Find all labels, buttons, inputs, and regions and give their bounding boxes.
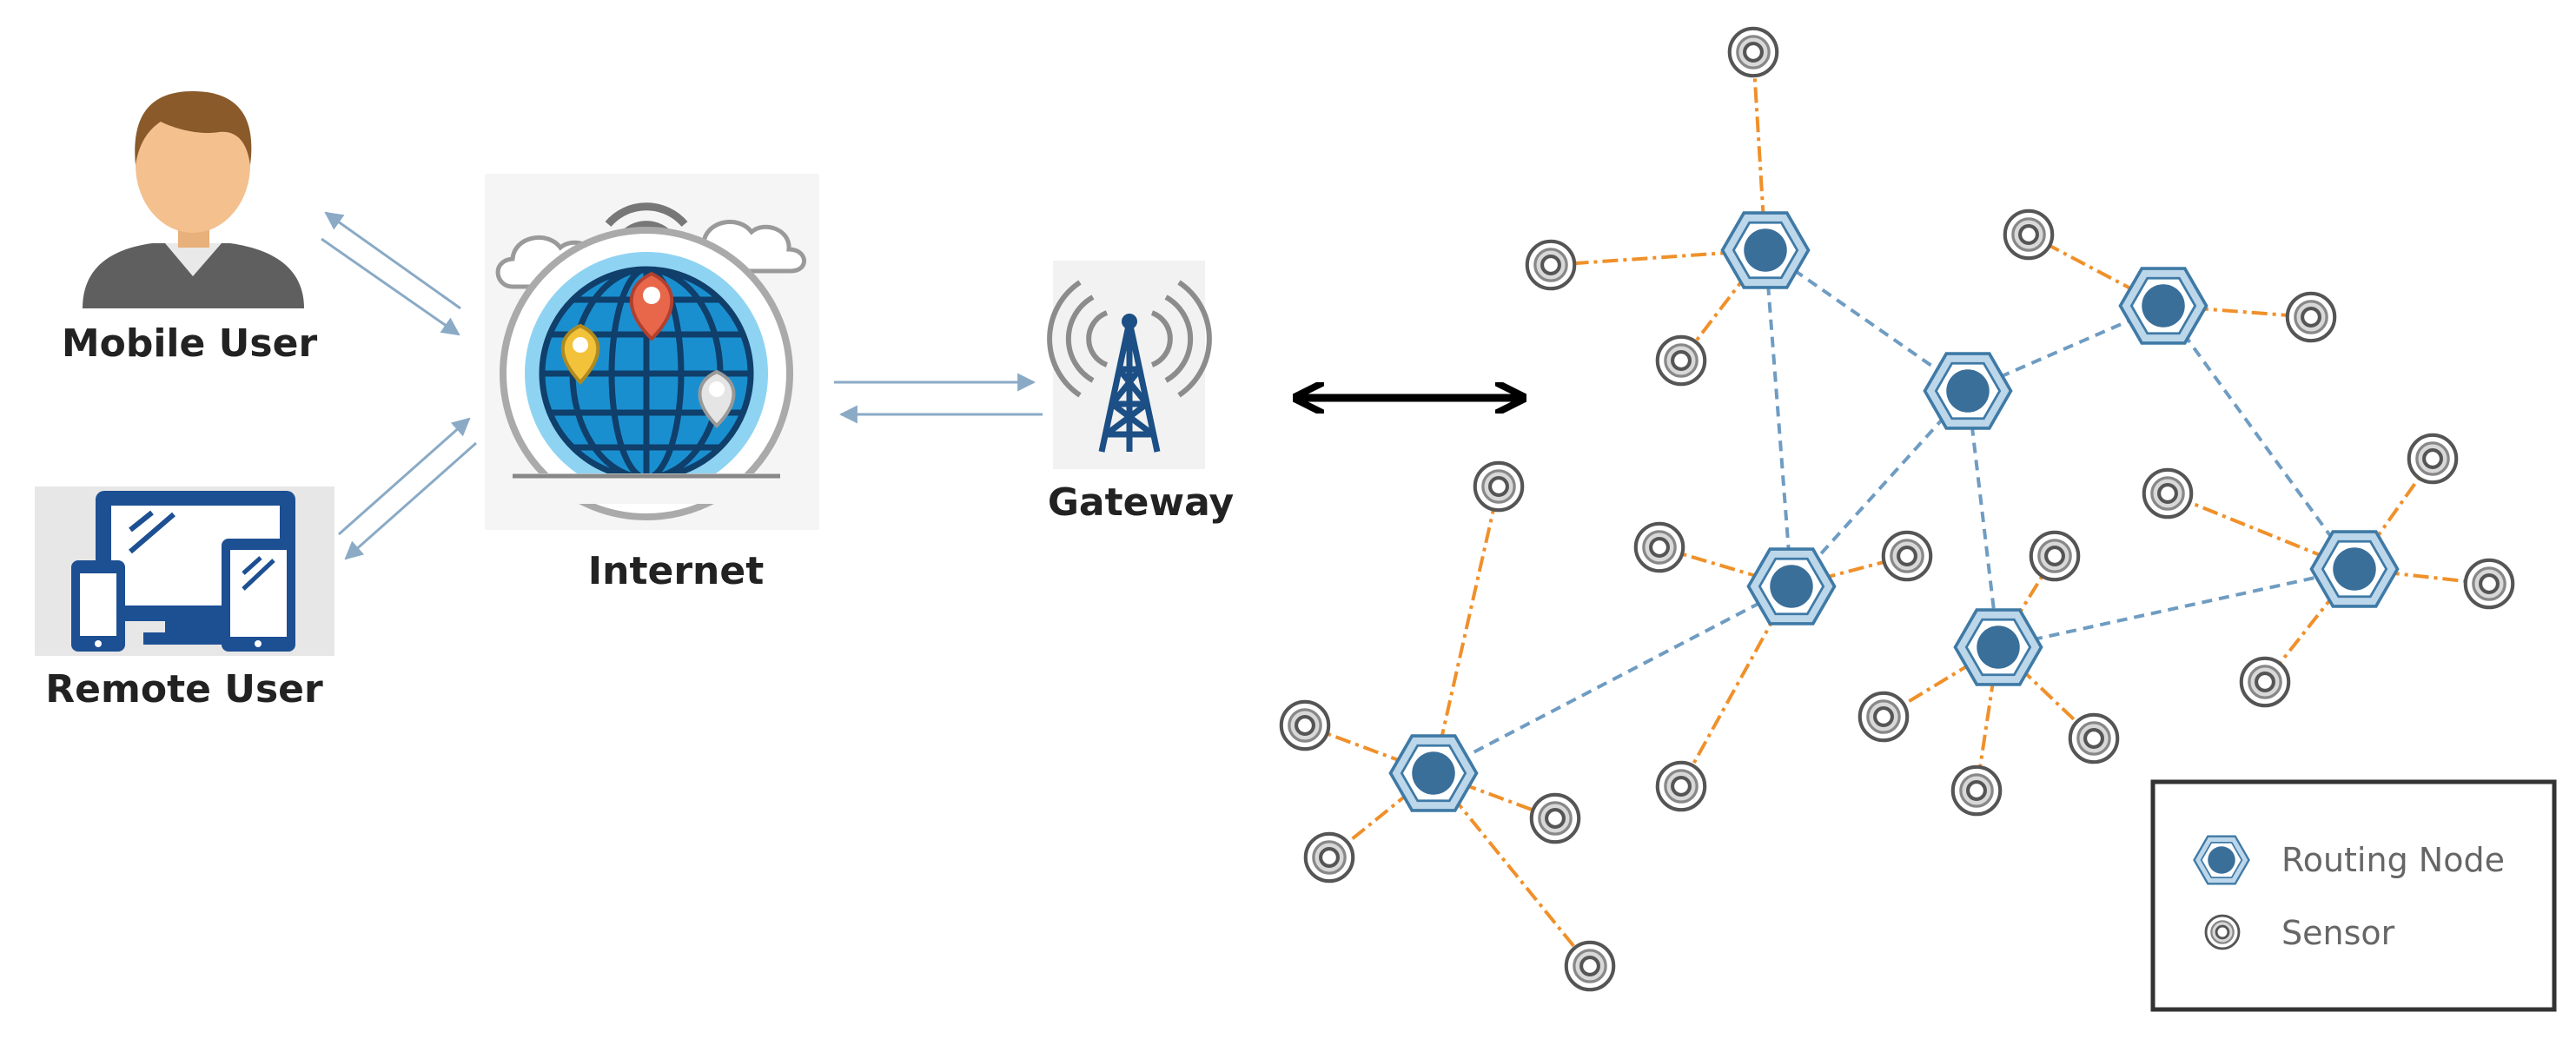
legend-box bbox=[2150, 779, 2557, 1012]
mobile-user-label: Mobile User bbox=[62, 321, 318, 366]
user-icon bbox=[83, 91, 304, 308]
legend-sensor-label: Sensor bbox=[2281, 914, 2395, 952]
mobile-user: Mobile User bbox=[62, 91, 318, 366]
routing-node-icon bbox=[1953, 608, 2043, 686]
sensor-icon bbox=[2288, 294, 2334, 341]
sensor-icon bbox=[2005, 211, 2052, 258]
internet: Internet bbox=[485, 174, 819, 593]
internet-label: Internet bbox=[588, 549, 764, 593]
sensor-icon bbox=[1860, 693, 1907, 740]
sensor-icon bbox=[1636, 524, 1683, 571]
sensor-icon bbox=[1884, 533, 1930, 579]
sensor-icon bbox=[2204, 914, 2241, 950]
antenna-tower-icon bbox=[1047, 261, 1212, 469]
routing-node-icon bbox=[2118, 267, 2208, 345]
sensor-icon bbox=[1306, 834, 1353, 881]
gateway: Gateway bbox=[1047, 261, 1234, 525]
sensor-icon bbox=[1730, 29, 1777, 76]
routing-node-icon bbox=[1746, 547, 1837, 625]
user-internet-links bbox=[321, 211, 477, 560]
sensor-icon bbox=[2466, 560, 2513, 607]
sensor-icon bbox=[1527, 242, 1574, 288]
devices-icon bbox=[35, 486, 334, 656]
routing-node-icon bbox=[1923, 352, 2013, 430]
internet-gateway-links bbox=[834, 373, 1043, 424]
legend: Routing Node Sensor bbox=[2150, 779, 2557, 1012]
remote-user-label: Remote User bbox=[45, 667, 323, 711]
routing-node-icon bbox=[2309, 530, 2400, 608]
sensor-icon bbox=[1532, 795, 1579, 842]
sensor-network bbox=[1281, 29, 2513, 989]
sensor-icon bbox=[1658, 337, 1705, 384]
sensor-icon bbox=[1475, 463, 1522, 510]
sensor-icon bbox=[1658, 763, 1705, 810]
routing-links bbox=[1433, 248, 2356, 775]
sensor-icon bbox=[2031, 533, 2078, 579]
sensor-icon bbox=[2409, 435, 2456, 482]
sensor-icon bbox=[2144, 470, 2191, 517]
sensor-icon bbox=[1953, 767, 2000, 814]
sensor-icon bbox=[1281, 702, 1328, 749]
sensor-icon bbox=[1566, 943, 1613, 989]
map-pin-icon bbox=[560, 271, 736, 428]
legend-routing-node-label: Routing Node bbox=[2281, 841, 2505, 879]
globe-icon bbox=[485, 174, 819, 530]
sensor-icon bbox=[2070, 715, 2117, 762]
sensor-icon bbox=[2242, 658, 2288, 705]
gateway-label: Gateway bbox=[1048, 480, 1234, 525]
remote-user: Remote User bbox=[35, 486, 334, 711]
routing-node-icon bbox=[1720, 211, 1811, 289]
